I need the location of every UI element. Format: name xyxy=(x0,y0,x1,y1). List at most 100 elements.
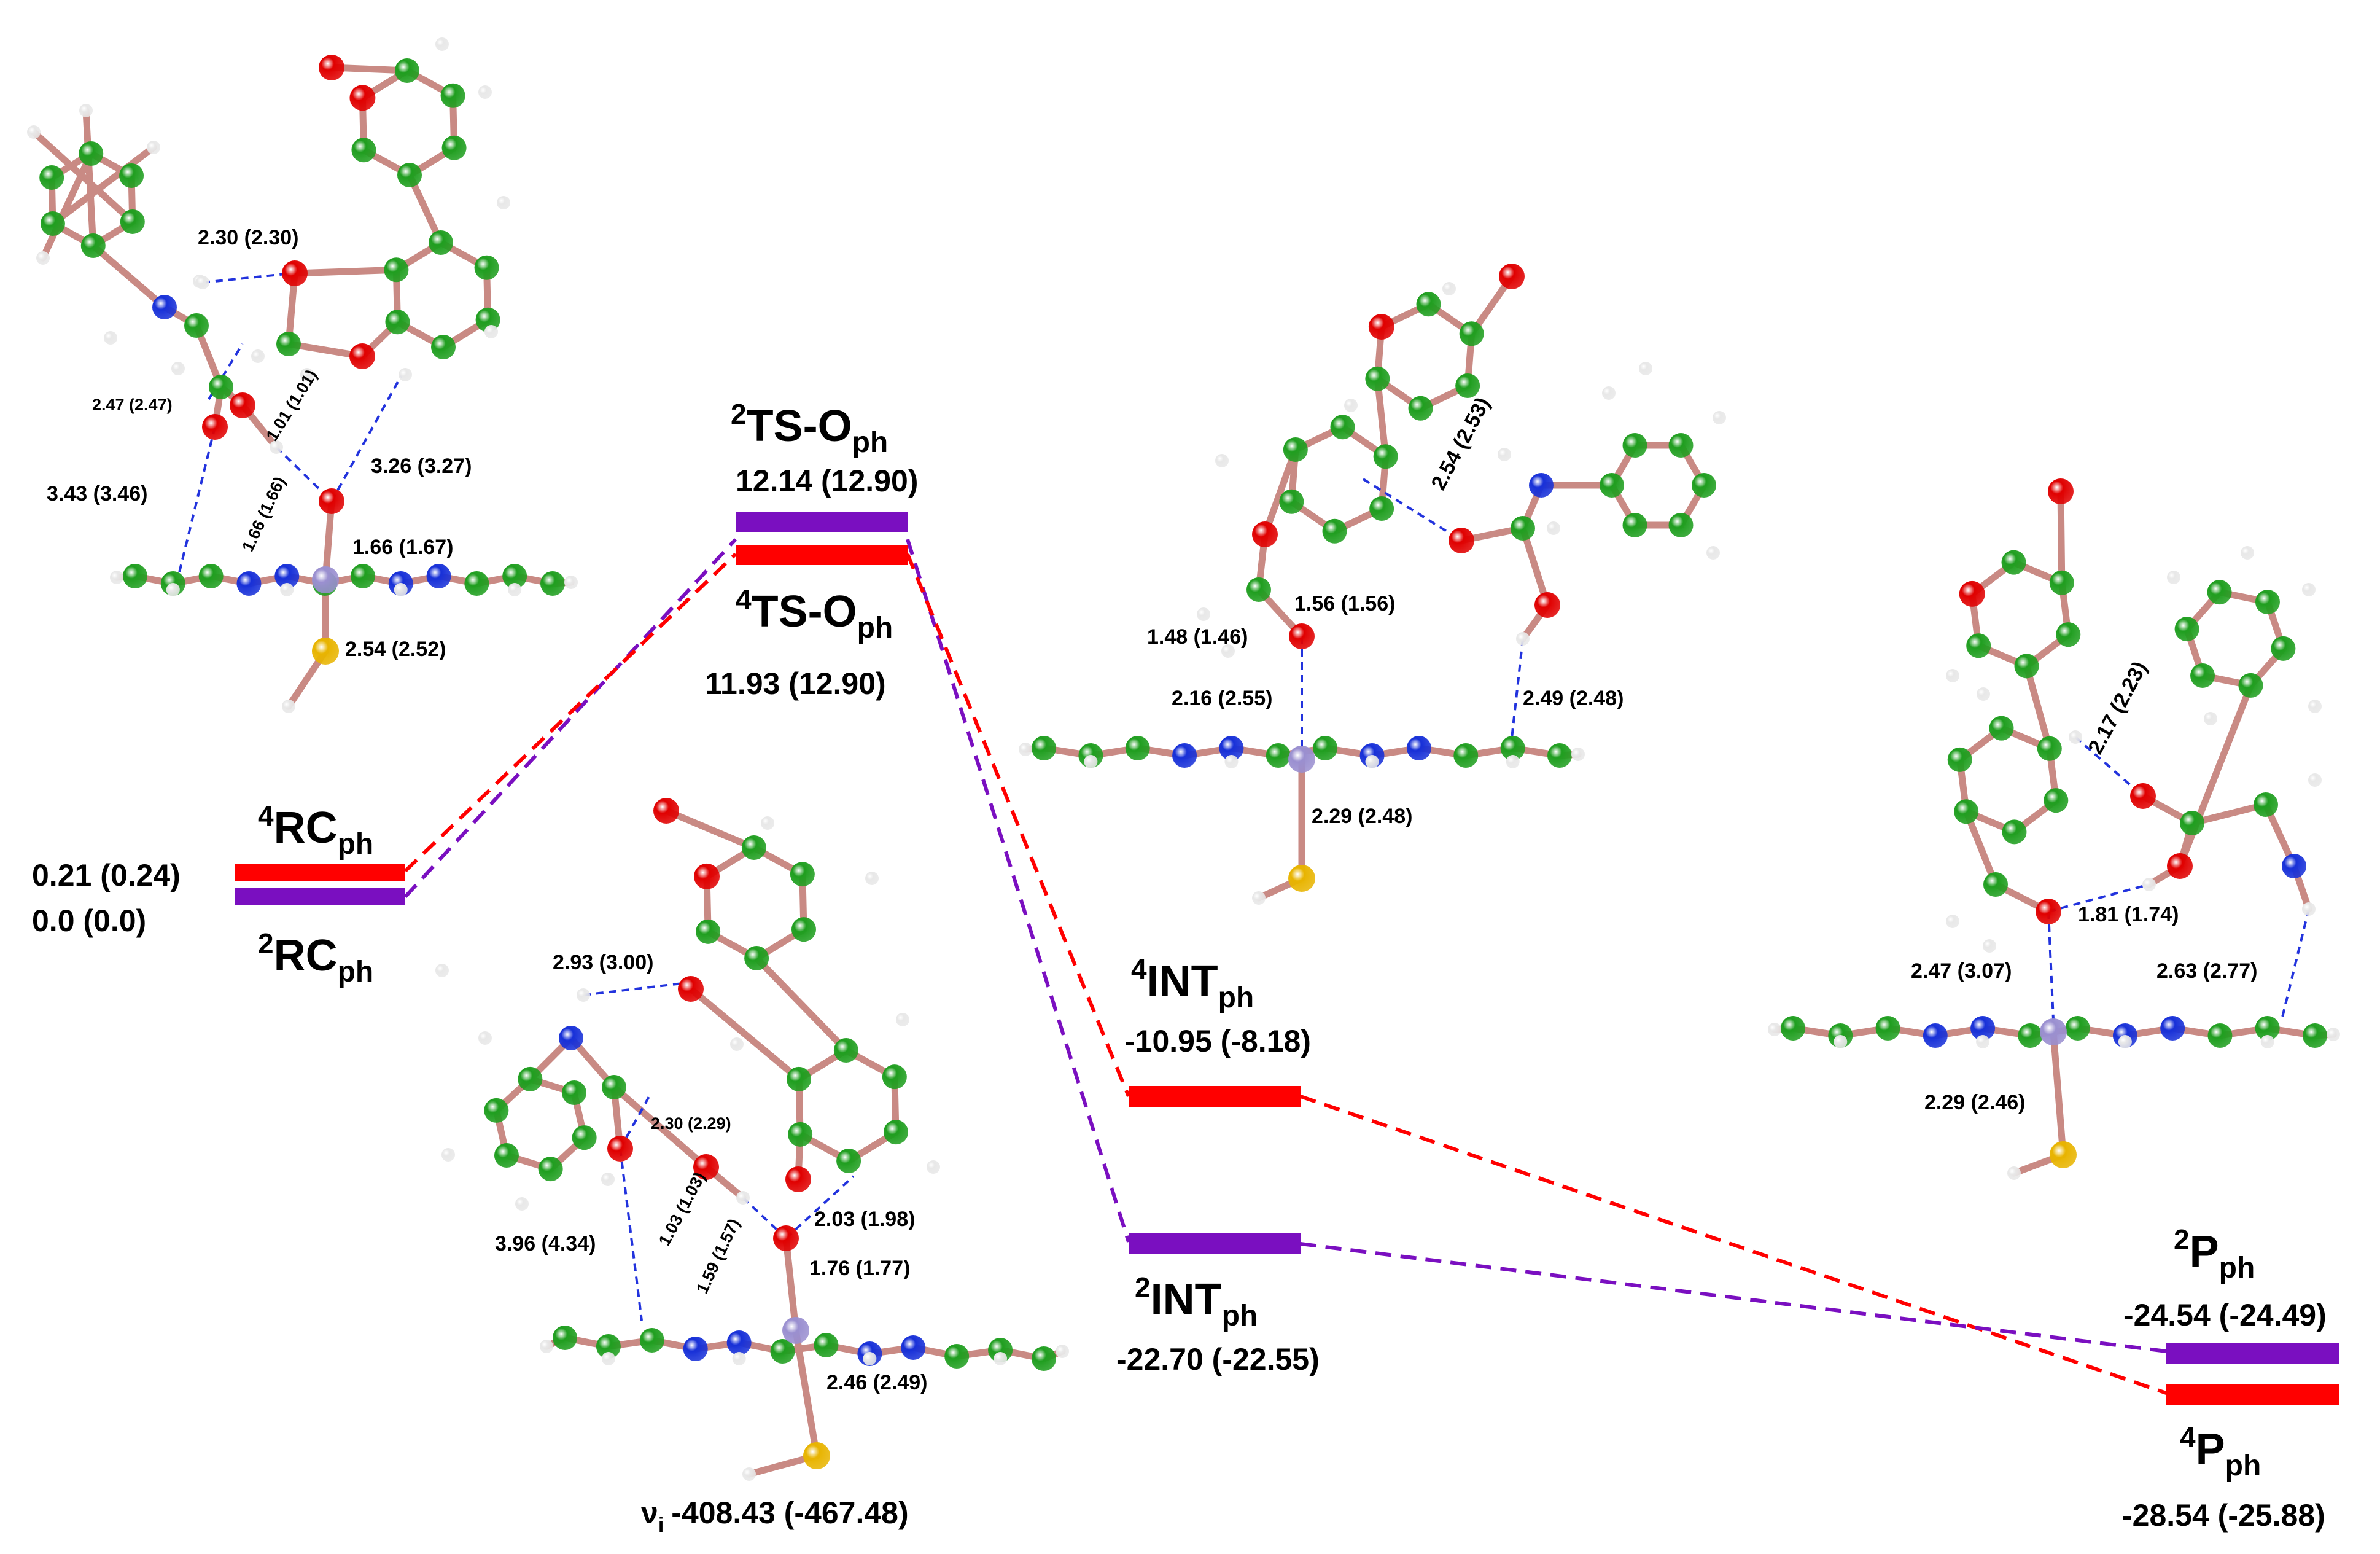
carbon-atom xyxy=(123,564,147,588)
hydrogen-atom xyxy=(732,1352,746,1365)
hydrogen-atom xyxy=(147,141,160,154)
carbon-atom xyxy=(2044,788,2069,813)
hydrogen-atom xyxy=(1516,632,1530,646)
hydrogen-atom xyxy=(251,349,265,363)
h-bond xyxy=(619,1148,643,1321)
oxygen-atom xyxy=(319,488,344,514)
carbon-atom xyxy=(1453,743,1479,768)
oxygen-atom xyxy=(349,343,375,369)
carbon-atom xyxy=(791,917,816,942)
hydrogen-atom xyxy=(441,1148,455,1162)
dist-int-3: 1.48 (1.46) xyxy=(1147,625,1248,649)
carbon-atom xyxy=(198,564,224,588)
ts-structure xyxy=(435,798,1069,1481)
connector-doublet-ts-int xyxy=(906,539,1130,1243)
hydrogen-atom xyxy=(1976,1035,1990,1048)
oxygen-atom xyxy=(282,260,308,286)
hydrogen-atom xyxy=(564,576,578,589)
hydrogen-atom xyxy=(394,583,408,596)
hydrogen-atom xyxy=(2204,712,2217,725)
bond xyxy=(82,107,97,249)
dist-ts-5: 1.59 (1.57) xyxy=(693,1216,743,1296)
hydrogen-atom xyxy=(863,1352,877,1365)
carbon-atom xyxy=(2238,673,2263,698)
nitrogen-atom xyxy=(1529,473,1554,498)
dist-ts-1: 2.93 (3.00) xyxy=(553,951,653,974)
hydrogen-atom xyxy=(761,816,774,830)
hydrogen-atom xyxy=(282,700,295,713)
carbon-atom xyxy=(2065,1016,2090,1041)
nitrogen-atom xyxy=(2160,1016,2185,1041)
hydrogen-atom xyxy=(300,368,314,381)
iron-atom xyxy=(2040,1018,2067,1045)
hydrogen-atom xyxy=(1547,521,1560,535)
p-structure xyxy=(1768,478,2340,1180)
mol-p-bonds xyxy=(1771,488,2337,1177)
carbon-atom xyxy=(1369,496,1394,521)
carbon-atom xyxy=(1668,512,1694,537)
bond xyxy=(753,955,850,1054)
connector-doublet-rc-ts xyxy=(403,537,737,899)
mol-p-atoms xyxy=(1768,478,2340,1180)
carbon-atom xyxy=(2014,654,2039,679)
h-bond xyxy=(619,1093,652,1149)
hydrogen-atom xyxy=(478,1031,492,1045)
carbon-atom xyxy=(120,209,145,234)
carbon-atom xyxy=(1600,473,1624,498)
hydrogen-atom xyxy=(1224,755,1239,768)
carbon-atom xyxy=(2002,819,2027,845)
carbon-atom xyxy=(2190,663,2215,688)
carbon-atom xyxy=(2174,617,2199,642)
mol-ts-atoms xyxy=(435,798,1069,1481)
carbon-atom xyxy=(562,1080,587,1106)
oxygen-atom xyxy=(230,392,255,418)
carbon-atom xyxy=(2018,1023,2043,1048)
imaginary-frequency: νi-408.43 (-467.48) xyxy=(641,1496,909,1537)
hydrogen-atom xyxy=(484,325,498,338)
bond xyxy=(39,150,95,262)
hydrogen-atom xyxy=(270,440,283,454)
bond xyxy=(792,1327,820,1459)
carbon-atom xyxy=(474,255,499,280)
oxygen-atom xyxy=(653,798,679,824)
carbon-atom xyxy=(1416,292,1441,317)
hydrogen-atom xyxy=(2327,1028,2340,1041)
carbon-atom xyxy=(2271,636,2296,661)
bond xyxy=(406,171,445,246)
hydrogen-atom xyxy=(1442,282,1456,295)
hydrogen-atom xyxy=(1019,743,1032,756)
hydrogen-atom xyxy=(2308,700,2322,713)
carbon-atom xyxy=(1875,1016,1900,1041)
hydrogen-atom xyxy=(171,362,185,375)
carbon-atom xyxy=(384,257,409,283)
carbon-atom xyxy=(2254,792,2278,817)
energy-levels xyxy=(235,512,2339,1405)
dist-rc-1: 2.30 (2.30) xyxy=(198,226,298,249)
label-2rc: 2RCph xyxy=(258,927,373,988)
carbon-atom xyxy=(2207,580,2232,605)
hydrogen-atom xyxy=(1768,1023,1781,1036)
bond xyxy=(2057,488,2066,587)
carbon-atom xyxy=(639,1328,664,1353)
bond xyxy=(2188,801,2269,827)
carbon-atom xyxy=(1408,396,1433,421)
oxygen-atom xyxy=(202,414,228,440)
connectors xyxy=(403,537,2167,1395)
carbon-atom xyxy=(1954,799,1979,824)
hydrogen-atom xyxy=(1946,669,1959,682)
oxygen-atom xyxy=(1252,521,1278,547)
hydrogen-atom xyxy=(1365,755,1379,768)
energy-4int: -10.95 (-8.18) xyxy=(1125,1024,1311,1058)
carbon-atom xyxy=(596,1334,621,1359)
hydrogen-atom xyxy=(1498,448,1511,461)
carbon-atom xyxy=(350,564,375,588)
carbon-atom xyxy=(602,1075,626,1099)
dist-ts-2: 2.30 (2.29) xyxy=(651,1114,731,1133)
dist-ts-8: 2.46 (2.49) xyxy=(826,1371,927,1394)
oxygen-atom xyxy=(2130,783,2156,809)
nitrogen-atom xyxy=(1172,743,1197,768)
carbon-atom xyxy=(440,83,465,108)
carbon-atom xyxy=(1622,512,1647,537)
carbon-atom xyxy=(2207,1023,2233,1048)
oxygen-atom xyxy=(349,85,376,111)
